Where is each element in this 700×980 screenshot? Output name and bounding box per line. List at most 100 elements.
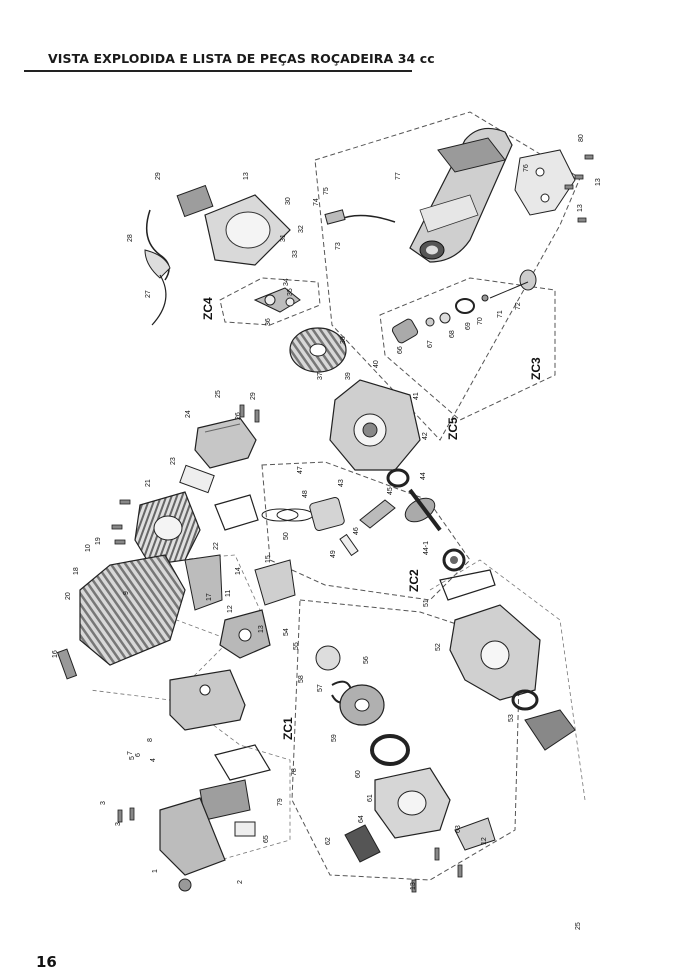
part-label: 49 (330, 550, 337, 558)
part-label: 59 (331, 734, 338, 742)
part-label: 29 (155, 172, 162, 180)
part-label: 20 (65, 592, 72, 600)
part-label: 3 (115, 822, 122, 826)
part-label: 80 (578, 134, 585, 142)
handle-arm-assembly (324, 127, 576, 263)
part-label: 40 (373, 360, 380, 368)
part-label: 76 (523, 164, 530, 172)
part-label: 46 (353, 527, 360, 535)
part-label: 63 (455, 825, 462, 833)
part-label: 28 (127, 234, 134, 242)
part-label: 5 (129, 756, 136, 760)
part-label: 37 (317, 372, 324, 380)
part-label: 19 (95, 537, 102, 545)
part-label: 33 (292, 250, 299, 258)
group-label-zc5: ZC5 (446, 417, 460, 440)
part-label: 68 (449, 330, 456, 338)
crankcase-half (329, 379, 421, 488)
cylinder (134, 491, 201, 566)
part-label: 21 (145, 479, 152, 487)
part-label: 48 (302, 490, 309, 498)
zc3-outline (379, 277, 556, 421)
part-label: 22 (213, 542, 220, 550)
part-label: 57 (317, 684, 324, 692)
part-label: 53 (508, 714, 515, 722)
page-number: 16 (36, 953, 57, 971)
fan-cover-coil (144, 184, 291, 326)
part-label: 15 (265, 555, 272, 563)
part-label: 16 (52, 650, 59, 658)
part-label: 31 (280, 234, 287, 242)
part-label: 27 (145, 290, 152, 298)
part-label: 25 (575, 922, 582, 930)
part-label: 13 (243, 172, 250, 180)
zc5-outline (314, 111, 581, 441)
group-label-zc3: ZC3 (529, 357, 543, 380)
group-label-zc2: ZC2 (407, 569, 421, 592)
recoil-starter (315, 645, 496, 863)
part-label: 52 (435, 643, 442, 651)
muffler (179, 417, 257, 494)
group-label-zc4: ZC4 (201, 297, 215, 320)
air-filter (159, 669, 271, 892)
part-label: 7 (127, 751, 134, 755)
part-label: 13 (577, 204, 584, 212)
piston-assembly (214, 494, 359, 557)
part-label: 69 (465, 322, 472, 330)
part-label: 17 (206, 593, 213, 601)
part-label: 70 (477, 317, 484, 325)
cylinder-shroud (56, 554, 223, 680)
group-label-zc1: ZC1 (281, 717, 295, 740)
part-label: 44 (420, 472, 427, 480)
part-label: 6 (135, 753, 142, 757)
crankshaft (359, 488, 466, 572)
part-label: 32 (298, 225, 305, 233)
part-label: 36 (265, 318, 272, 326)
part-label: 60 (355, 770, 362, 778)
part-label: 64 (358, 815, 365, 823)
part-label: 2 (237, 880, 244, 884)
part-label: 4 (150, 758, 157, 762)
part-label: 8 (147, 738, 154, 742)
zc1-outline (291, 599, 521, 881)
page-header: VISTA EXPLODIDA E LISTA DE PEÇAS ROÇADEI… (24, 46, 435, 74)
part-label: 12 (227, 605, 234, 613)
part-label: 44-1 (423, 541, 430, 555)
part-label: 71 (497, 310, 504, 318)
part-label: 38 (340, 336, 347, 344)
part-label: 45 (387, 487, 394, 495)
crankcase-main (439, 569, 576, 751)
part-label: 51 (423, 599, 430, 607)
part-label: 65 (263, 835, 270, 843)
part-label: 43 (338, 479, 345, 487)
zc3-parts (391, 269, 537, 344)
exploded-view-diagram: ZC1 ZC2 ZC3 ZC4 ZC5 12334567891011121314… (52, 111, 602, 930)
part-label: 34 (283, 278, 290, 286)
part-label: 18 (73, 567, 80, 575)
part-label: 54 (283, 628, 290, 636)
carburetor (219, 559, 296, 659)
part-label: 13 (595, 178, 602, 186)
part-label: 13 (410, 882, 417, 890)
part-label: 12 (481, 837, 488, 845)
part-label: 74 (313, 198, 320, 206)
part-label: 25 (215, 390, 222, 398)
part-label: 41 (413, 392, 420, 400)
part-label: 66 (397, 346, 404, 354)
part-label: 50 (283, 532, 290, 540)
part-label: 47 (297, 466, 304, 474)
part-label: 78 (291, 768, 298, 776)
part-label: 67 (427, 340, 434, 348)
part-label: 42 (422, 432, 429, 440)
part-label: 26 (235, 412, 242, 420)
part-label: 39 (345, 372, 352, 380)
part-label: 56 (363, 656, 370, 664)
part-label: 24 (185, 410, 192, 418)
part-label: 72 (515, 302, 522, 310)
part-label: 77 (395, 172, 402, 180)
part-label: 1 (152, 869, 159, 873)
part-label: 14 (235, 567, 242, 575)
part-label: 30 (285, 197, 292, 205)
part-label: 61 (367, 794, 374, 802)
part-label: 3 (100, 801, 107, 805)
